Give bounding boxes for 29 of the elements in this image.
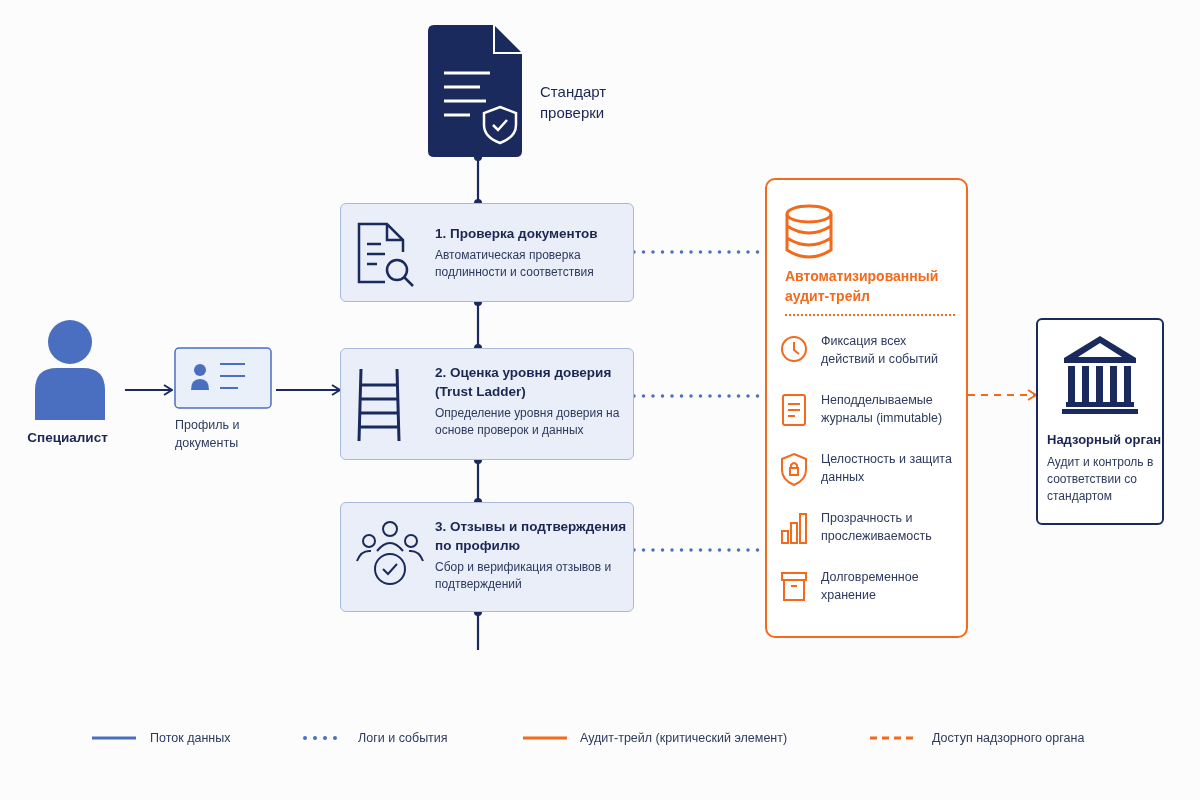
regulator-box [1036, 318, 1164, 525]
process-box [340, 348, 634, 460]
node-label: Специалист [26, 429, 109, 447]
feature-text: Неподделываемые журналы (immutable) [821, 392, 944, 427]
arrow [276, 384, 341, 396]
step-title: 1. Проверка документов [435, 225, 599, 243]
step-description: Определение уровня доверия на основе проверок и данных [435, 405, 621, 439]
step-description: Автоматическая проверка подлинности и соответствия [435, 247, 595, 281]
node-label: Профиль и документы [175, 417, 241, 452]
process-box [340, 502, 634, 612]
legend-text: Доступ надзорного органа [932, 730, 1085, 747]
arrow [125, 384, 173, 396]
legend-text: Аудит-трейл (критический элемент) [580, 730, 788, 747]
step-title: 2. Оценка уровня доверия (Trust Ladder) [435, 364, 613, 401]
feature-text: Целостность и защита данных [821, 451, 953, 486]
process-box [340, 203, 634, 302]
dashed-arrow [968, 389, 1037, 401]
legend-text: Поток данных [150, 730, 231, 747]
legend-text: Логи и события [358, 730, 448, 747]
step-title: 3. Отзывы и подтверждения по профилю [435, 518, 628, 555]
regulator-description: Аудит и контроль в соответствии со стандартом [1047, 454, 1155, 505]
node-label: Стандарт проверки [540, 82, 608, 123]
audit-panel [765, 178, 968, 638]
panel-title: Автоматизированный аудит-трейл [785, 267, 940, 306]
regulator-title: Надзорный орган [1047, 431, 1162, 449]
feature-text: Прозрачность и прослеживаемость [821, 510, 933, 545]
feature-text: Долговременное хранение [821, 569, 920, 604]
feature-text: Фиксация всех действий и событий [821, 333, 939, 368]
step-description: Сбор и верификация отзывов и подтверждений [435, 559, 613, 593]
